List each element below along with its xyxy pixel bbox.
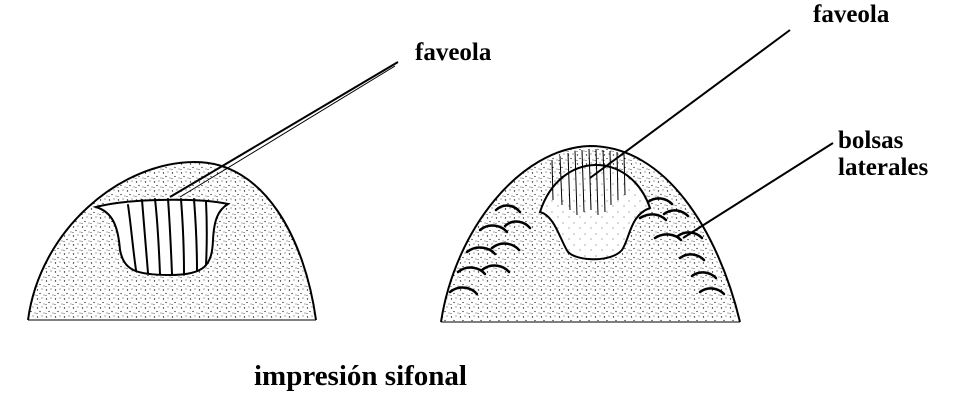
left-dome	[28, 62, 398, 320]
faveola-label-left: faveola	[415, 40, 491, 65]
laterales-label: laterales	[838, 155, 928, 180]
right-dome	[441, 30, 833, 322]
faveola-label-right: faveola	[813, 2, 889, 27]
right-faveola-leader	[590, 30, 790, 178]
bolsas-laterales-leader	[683, 143, 833, 238]
figure-caption: impresión sifonal	[254, 362, 467, 391]
bolsas-label: bolsas	[838, 128, 903, 153]
left-faveola-leader	[170, 62, 398, 197]
